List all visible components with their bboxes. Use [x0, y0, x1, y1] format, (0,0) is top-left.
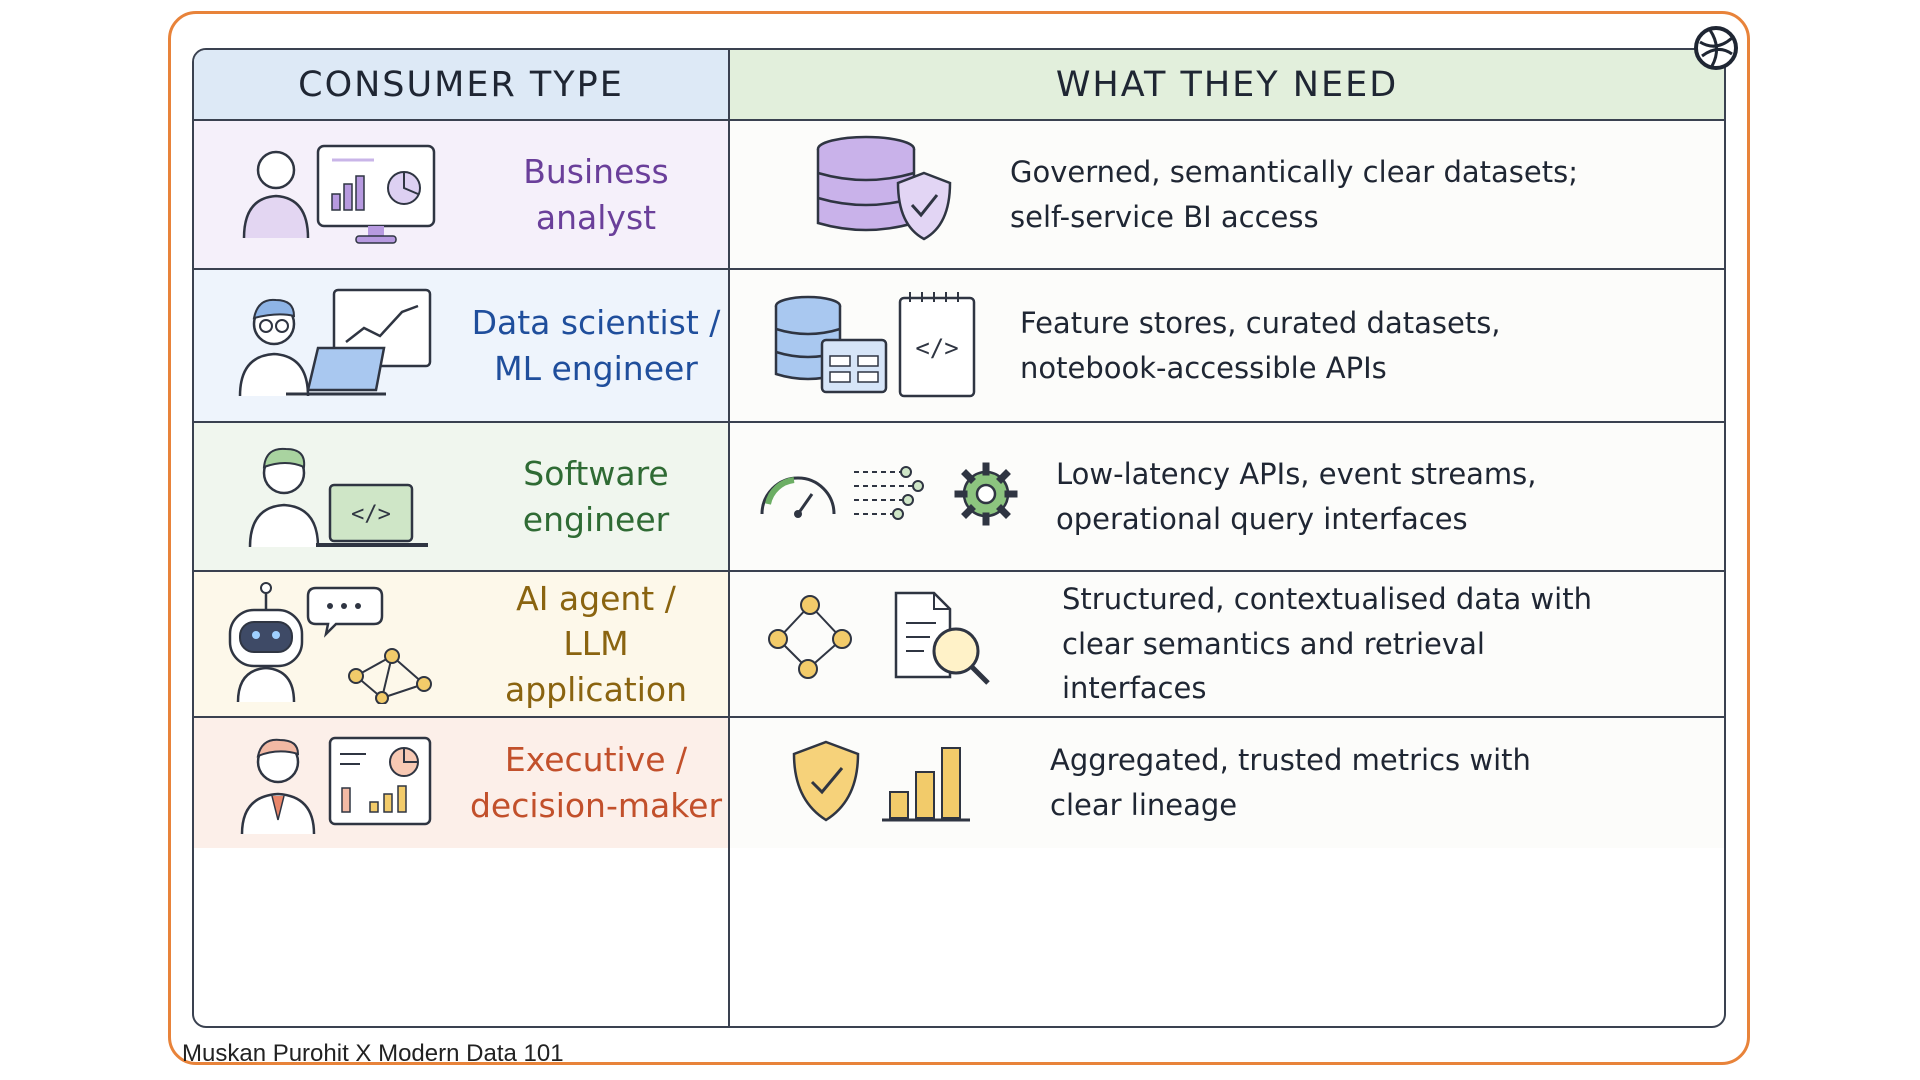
database-table-icon: </>	[770, 284, 980, 408]
robot-icon	[224, 580, 444, 708]
database-shield-icon	[810, 133, 960, 257]
need-description: Feature stores, curated datasets,noteboo…	[1020, 305, 1501, 385]
globe-logo-icon	[1692, 24, 1740, 72]
header-what-they-need: WHAT THEY NEED	[1055, 64, 1399, 105]
speedometer-icon	[754, 450, 1024, 544]
outer-frame	[168, 11, 1750, 1065]
executive-person-icon	[238, 724, 448, 842]
column-divider	[728, 50, 730, 1026]
table-header: CONSUMER TYPE WHAT THEY NEED	[194, 50, 1724, 121]
credit-text: Muskan Purohit X Modern Data 101	[182, 1040, 564, 1067]
header-consumer-type: CONSUMER TYPE	[298, 64, 624, 105]
table-row: Executive /decision-maker Aggregated, tr…	[194, 718, 1724, 1026]
need-description: Low-latency APIs, event streams,operatio…	[1056, 456, 1537, 536]
consumer-type-label: Executive /decision-maker	[469, 740, 723, 825]
document-search-icon	[760, 587, 1030, 701]
consumer-type-label: Data scientist /ML engineer	[471, 302, 721, 388]
svg-text:</>: </>	[351, 502, 391, 527]
need-description: Governed, semantically clear datasets;se…	[1010, 154, 1578, 234]
table-row: Data scientist /ML engineer </>	[194, 270, 1724, 423]
shield-check-icon	[790, 736, 990, 830]
scientist-person-icon	[234, 284, 444, 408]
svg-text:</>: </>	[915, 334, 958, 362]
engineer-person-icon: </>	[244, 435, 444, 559]
analyst-person-icon	[234, 138, 444, 252]
